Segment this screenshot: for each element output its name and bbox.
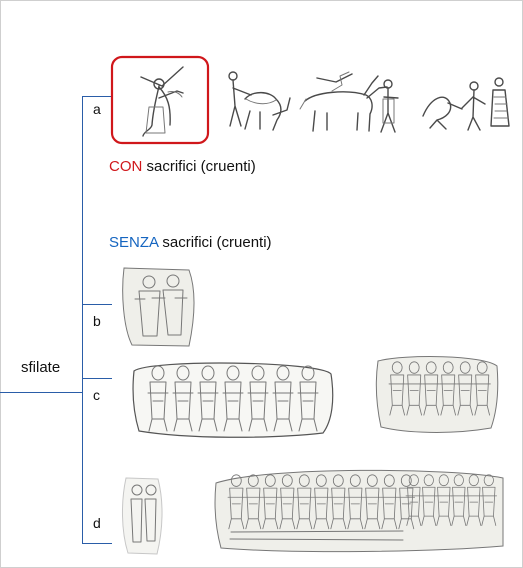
small-faded-plaque (120, 475, 165, 557)
procession-figures (417, 75, 512, 133)
branch-a-label: a (93, 101, 101, 117)
two-figure-plaque (117, 264, 205, 350)
large-procession-frieze (213, 460, 505, 555)
branch-d (82, 543, 112, 544)
branch-b (82, 304, 112, 305)
with-sacrifice-prefix: CON (109, 158, 142, 175)
branch-a (82, 96, 112, 97)
long-procession-plaque (130, 355, 335, 440)
without-sacrifice-prefix: SENZA (109, 234, 158, 251)
branch-c (82, 378, 112, 379)
with-sacrifice-rest: sacrifici (cruenti) (142, 158, 255, 175)
trunk-vertical (82, 96, 83, 543)
branch-c-label: c (93, 387, 100, 403)
trunk-horizontal (0, 392, 82, 393)
without-sacrifice-caption: SENZA sacrifici (cruenti) (109, 234, 272, 251)
branch-d-label: d (93, 515, 101, 531)
short-procession-plaque (373, 351, 503, 436)
without-sacrifice-rest: sacrifici (cruenti) (158, 234, 271, 251)
branch-b-label: b (93, 313, 101, 329)
procession-with-bull (297, 64, 407, 136)
root-label: sfilate (21, 359, 60, 376)
highlighted-sacrifice-figure (110, 55, 210, 147)
with-sacrifice-caption: CON sacrifici (cruenti) (109, 158, 256, 175)
figure-with-animal (223, 68, 293, 133)
